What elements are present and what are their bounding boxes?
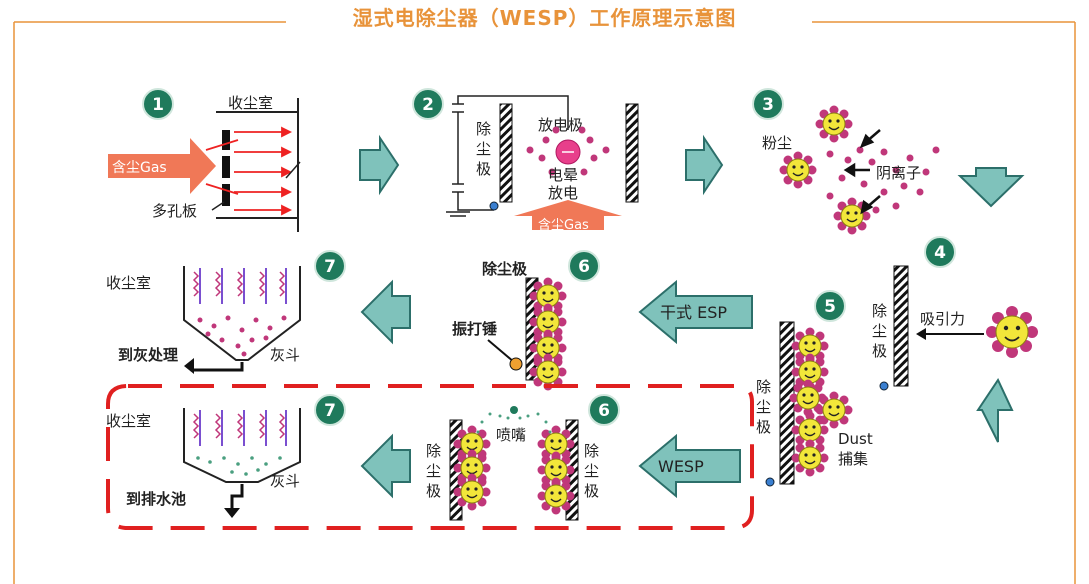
svg-text:极: 极 (426, 482, 441, 500)
step-6-wesp-badge: 6 (588, 394, 620, 426)
wesp-arrow: WESP (638, 433, 741, 499)
svg-text:尘: 尘 (426, 462, 441, 480)
step-7-esp-panel: 7 收尘室 灰斗 到灰处理 (106, 250, 346, 374)
step-3-panel: 3 粉尘 阴离子 (752, 88, 940, 235)
spray-nozzle (510, 406, 518, 414)
rapper-label: 振打锤 (452, 320, 497, 338)
dust-particle (780, 152, 817, 189)
flow-arrow-6-7-esp (360, 279, 411, 345)
nozzle-label: 喷嘴 (496, 426, 526, 444)
wesp-highlight-region (106, 384, 754, 530)
svg-text:极: 极 (872, 342, 887, 360)
svg-text:含尘Gas: 含尘Gas (538, 217, 589, 233)
svg-text:电晕: 电晕 (548, 166, 578, 184)
step-7-esp-badge: 7 (314, 250, 346, 282)
step-7-wesp-panel: 7 收尘室 灰斗 到排水池 (106, 394, 346, 518)
dust-capture-label: Dust (838, 430, 873, 448)
gas-inlet-arrow (108, 138, 216, 194)
step1-plate-label: 多孔板 (152, 202, 197, 220)
flow-arrow-6-7-wesp (360, 433, 411, 499)
dust-label: 粉尘 (762, 134, 792, 152)
svg-text:极: 极 (584, 482, 599, 500)
ash-treatment-label: 到灰处理 (118, 346, 178, 364)
svg-text:5: 5 (824, 297, 836, 317)
discharge-electrode-label: 放电极 (538, 116, 583, 134)
svg-text:除: 除 (584, 442, 599, 460)
esp-collector-label: 除尘极 (482, 260, 528, 278)
step4-collector-plate (893, 265, 909, 387)
step-6-wesp-panel: 6 除 尘 极 除 尘 极 喷嘴 (426, 394, 620, 521)
svg-text:除: 除 (476, 120, 491, 138)
attraction-label: 吸引力 (920, 310, 965, 328)
anion-label: 阴离子 (876, 164, 921, 182)
svg-text:6: 6 (598, 401, 610, 421)
svg-text:尘: 尘 (756, 398, 771, 416)
svg-text:4: 4 (934, 243, 946, 263)
dust-particle (816, 106, 853, 143)
svg-text:极: 极 (756, 418, 771, 436)
step-2-panel: 2 除 尘 极 放电极 电晕 放电 含尘Gas (412, 88, 639, 233)
svg-text:7: 7 (324, 257, 336, 277)
esp-hopper (183, 266, 301, 361)
step2-collector-plate-right (625, 103, 639, 203)
capture-label: 捕集 (838, 450, 868, 468)
drain-label: 到排水池 (126, 490, 186, 508)
svg-text:1: 1 (152, 95, 164, 115)
svg-text:6: 6 (578, 257, 590, 277)
page-title: 湿式电除尘器（WESP）工作原理示意图 (352, 6, 737, 30)
step5-collector-plate (779, 321, 795, 485)
svg-text:极: 极 (476, 160, 491, 178)
step-1-panel: 1 收尘室 含尘Gas 多孔板 (108, 88, 301, 232)
svg-text:尘: 尘 (584, 462, 599, 480)
step-1-badge: 1 (142, 88, 174, 120)
svg-text:3: 3 (762, 95, 774, 115)
dry-esp-arrow: 干式 ESP (638, 279, 753, 345)
flow-arrow-2-3 (685, 134, 724, 196)
step-5-badge: 5 (814, 290, 846, 322)
perforated-plate (222, 130, 230, 206)
svg-text:除: 除 (872, 302, 887, 320)
step-4-badge: 4 (924, 236, 956, 268)
flow-arrow-1-2 (359, 134, 400, 196)
step-6-esp-panel: 6 除尘极 振打锤 (452, 250, 600, 391)
wesp-chamber-label: 收尘室 (106, 412, 151, 430)
svg-text:放电: 放电 (548, 184, 578, 202)
step-4-panel: 4 除 尘 极 吸引力 (872, 236, 1039, 391)
dry-esp-label: 干式 ESP (660, 303, 727, 322)
step-2-badge: 2 (412, 88, 444, 120)
svg-text:7: 7 (324, 401, 336, 421)
esp-chamber-label: 收尘室 (106, 274, 151, 292)
step-5-panel: 5 除 尘 极 Dust 捕集 (756, 290, 873, 487)
step2-collector-plate-left (499, 103, 513, 203)
flow-arrow-4-5 (976, 377, 1014, 443)
svg-text:除: 除 (756, 378, 771, 396)
svg-text:2: 2 (422, 95, 434, 115)
step-6-esp-badge: 6 (568, 250, 600, 282)
step1-chamber-label: 收尘室 (228, 94, 273, 112)
wesp-label: WESP (658, 457, 704, 476)
svg-text:尘: 尘 (476, 140, 491, 158)
step1-gas-label: 含尘Gas (112, 160, 167, 176)
wesp-hopper-label: 灰斗 (270, 472, 300, 490)
flow-arrow-3-4 (957, 167, 1025, 208)
step-3-badge: 3 (752, 88, 784, 120)
esp-hopper-label: 灰斗 (270, 346, 300, 364)
svg-text:尘: 尘 (872, 322, 887, 340)
wesp-hopper (183, 408, 301, 483)
dust-particle-large (985, 305, 1039, 359)
step-7-wesp-badge: 7 (314, 394, 346, 426)
step2-gas-arrow (514, 200, 622, 230)
svg-text:除: 除 (426, 442, 441, 460)
